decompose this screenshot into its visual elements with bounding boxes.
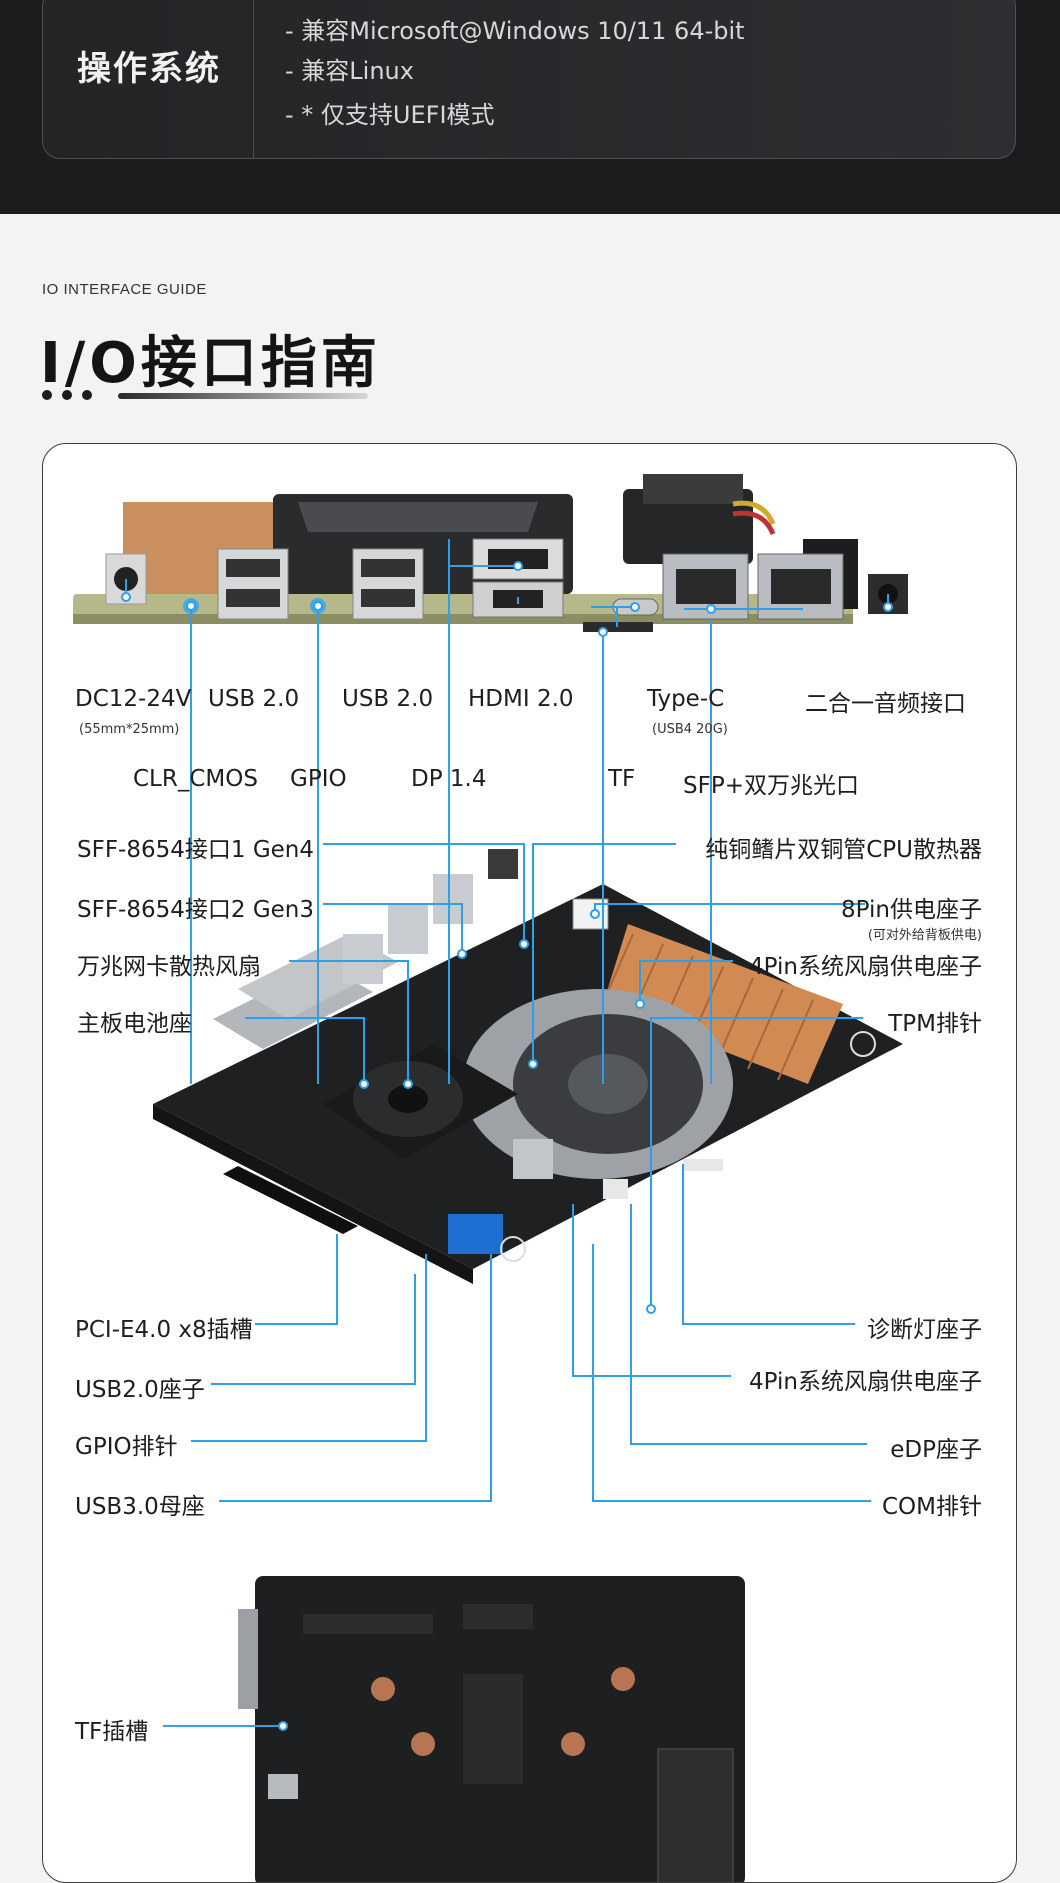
io-card: DC12-24V (55mm*25mm) USB 2.0 USB 2.0 HDM… xyxy=(42,443,1017,1883)
label-gpio: GPIO xyxy=(290,766,347,792)
label-clr-cmos: CLR_CMOS xyxy=(133,766,258,792)
title-underline xyxy=(118,393,368,399)
label-sfp: SFP+双万兆光口 xyxy=(683,773,859,799)
label-edp: eDP座子 xyxy=(890,1437,982,1463)
label-cooler: 纯铜鳍片双铜管CPU散热器 xyxy=(705,837,982,863)
board-illustration xyxy=(73,474,908,1882)
label-4pin-fan-a: 4Pin系统风扇供电座子 xyxy=(749,954,982,980)
os-list: - 兼容Microsoft@Windows 10/11 64-bit - 兼容L… xyxy=(285,11,745,135)
section-subtitle: IO INTERFACE GUIDE xyxy=(42,281,207,298)
label-usb2-header: USB2.0座子 xyxy=(75,1377,205,1403)
label-diag: 诊断灯座子 xyxy=(867,1317,982,1343)
label-8pin: 8Pin供电座子 xyxy=(841,897,982,923)
dot-icon xyxy=(62,390,72,400)
main-board-image xyxy=(153,849,903,1284)
label-hdmi: HDMI 2.0 xyxy=(468,686,574,712)
label-sff1: SFF-8654接口1 Gen4 xyxy=(77,837,315,863)
label-battery: 主板电池座 xyxy=(77,1011,192,1037)
board-back-image xyxy=(238,1576,745,1882)
label-pcie: PCI-E4.0 x8插槽 xyxy=(75,1317,253,1343)
label-typec-note: (USB4 20G) xyxy=(652,722,728,737)
os-title: 操作系统 xyxy=(77,49,221,89)
label-4pin-fan-b: 4Pin系统风扇供电座子 xyxy=(749,1369,982,1395)
label-tf-slot: TF插槽 xyxy=(75,1719,149,1745)
label-usb2-a: USB 2.0 xyxy=(208,686,300,712)
label-audio: 二合一音频接口 xyxy=(805,691,966,717)
os-info-box: 操作系统 - 兼容Microsoft@Windows 10/11 64-bit … xyxy=(42,0,1016,159)
label-sff2: SFF-8654接口2 Gen3 xyxy=(77,897,315,923)
os-divider xyxy=(253,0,254,158)
label-8pin-note: (可对外给背板供电) xyxy=(867,928,982,943)
os-item-windows: - 兼容Microsoft@Windows 10/11 64-bit xyxy=(285,17,745,45)
os-item-uefi: - * 仅支持UEFI模式 xyxy=(285,101,495,129)
label-tf: TF xyxy=(608,766,636,792)
leader-dots xyxy=(121,561,893,1731)
label-typec: Type-C xyxy=(647,686,725,712)
label-usb3: USB3.0母座 xyxy=(75,1494,205,1520)
io-board-image xyxy=(73,474,908,632)
label-usb2-b: USB 2.0 xyxy=(342,686,434,712)
label-dp: DP 1.4 xyxy=(411,766,487,792)
os-item-linux: - 兼容Linux xyxy=(285,57,414,85)
label-com: COM排针 xyxy=(881,1494,982,1520)
os-section: 操作系统 - 兼容Microsoft@Windows 10/11 64-bit … xyxy=(0,0,1060,214)
section-title: I/O接口指南 xyxy=(40,331,381,396)
dot-icon xyxy=(82,390,92,400)
label-dc: DC12-24V xyxy=(75,686,192,712)
label-gpio-header: GPIO排针 xyxy=(75,1434,178,1460)
dot-icon xyxy=(42,390,52,400)
label-tpm: TPM排针 xyxy=(888,1011,982,1037)
label-dc-note: (55mm*25mm) xyxy=(79,722,180,737)
label-fan-10g: 万兆网卡散热风扇 xyxy=(77,954,261,980)
